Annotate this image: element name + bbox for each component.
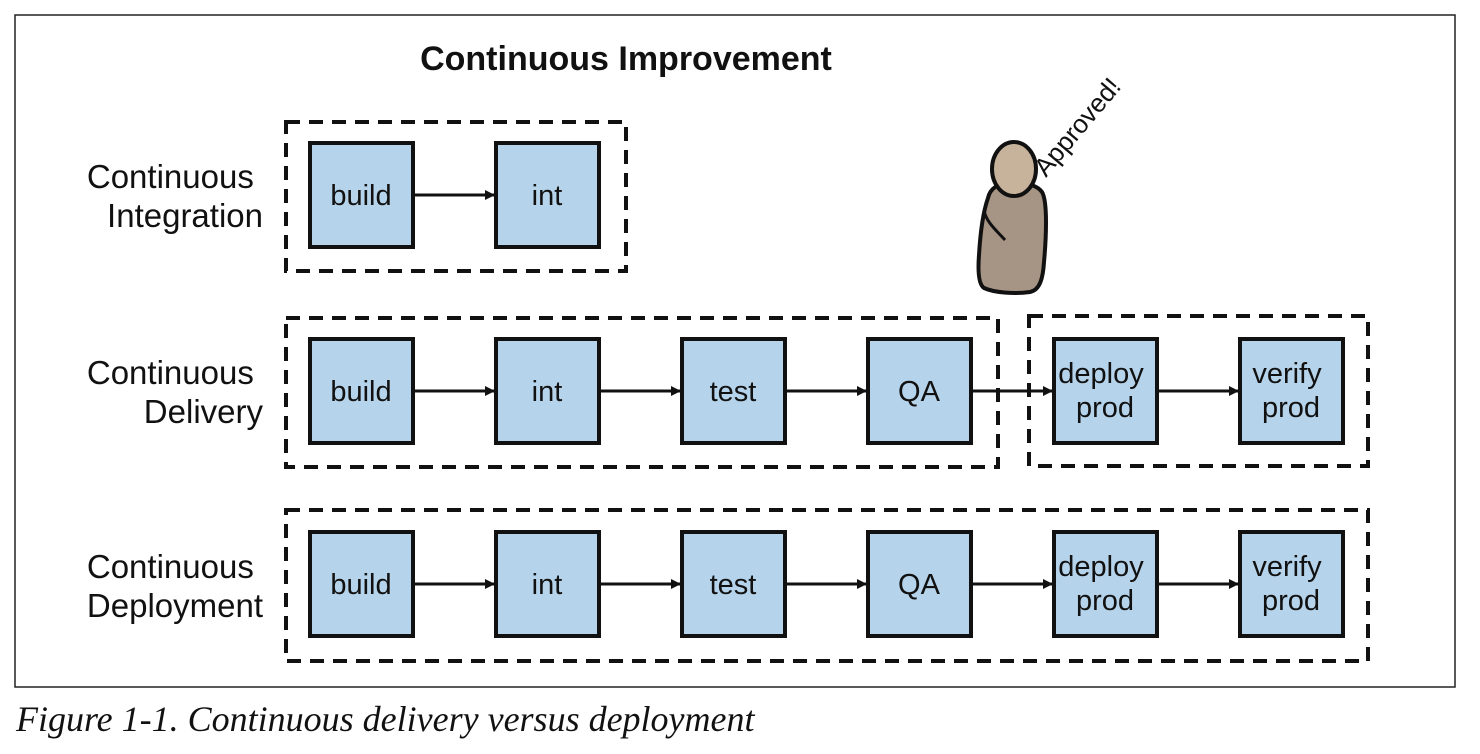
step-box-deployment-build: [308, 530, 415, 638]
step-box-ci-build: [308, 141, 415, 249]
step-label: int: [532, 569, 563, 601]
step-label-line: deploy: [1058, 358, 1144, 390]
step-label: QA: [898, 376, 941, 408]
row-label-line: Continuous: [87, 158, 254, 195]
step-label-line: prod: [1076, 392, 1134, 424]
step-box-deployment-deploy: [1052, 530, 1159, 638]
step-box-deployment-qa: [866, 530, 973, 638]
step-label: QA: [898, 569, 941, 601]
step-label: build: [330, 376, 391, 408]
step-label: int: [532, 180, 563, 212]
step-label: deploy prod: [1058, 551, 1152, 617]
step-label: verify prod: [1252, 551, 1329, 617]
row-label-integration: Continuous Integration: [87, 158, 263, 234]
step-label: build: [330, 180, 391, 212]
deployment-group-border: [284, 508, 1370, 663]
step-label-line: verify: [1252, 551, 1322, 583]
row-label-delivery: Continuous Delivery: [87, 354, 264, 430]
step-box-deployment-int: [494, 530, 601, 638]
step-box-delivery-build: [308, 337, 415, 445]
step-box-delivery-qa: [866, 337, 973, 445]
row-label-line: Continuous: [87, 548, 254, 585]
diagram-title: Continuous Improvement: [420, 40, 832, 78]
ci-group-border: [284, 120, 628, 273]
step-label-line: prod: [1076, 585, 1134, 617]
step-label-line: prod: [1262, 585, 1320, 617]
row-label-line: Delivery: [144, 393, 264, 430]
step-label-line: deploy: [1058, 551, 1144, 583]
step-label-line: prod: [1262, 392, 1320, 424]
step-box-delivery-deploy: [1052, 337, 1159, 445]
step-box-delivery-test: [680, 337, 787, 445]
row-label-line: Integration: [107, 197, 263, 234]
row-label-line: Continuous: [87, 354, 254, 391]
row-label-deployment: Continuous Deployment: [87, 548, 263, 624]
step-label: deploy prod: [1058, 358, 1152, 424]
row-label-line: Deployment: [87, 587, 263, 624]
step-box-ci-int: [494, 141, 601, 249]
step-box-deployment-verify: [1238, 530, 1345, 638]
person-icon: [976, 140, 1048, 295]
step-label: int: [532, 376, 563, 408]
step-box-delivery-int: [494, 337, 601, 445]
step-box-delivery-verify: [1238, 337, 1345, 445]
step-label-line: verify: [1252, 358, 1322, 390]
step-label: test: [710, 376, 757, 408]
step-box-deployment-test: [680, 530, 787, 638]
figure-caption: Figure 1-1. Continuous delivery versus d…: [16, 699, 755, 739]
step-label: build: [330, 569, 391, 601]
step-label: test: [710, 569, 757, 601]
step-label: verify prod: [1252, 358, 1329, 424]
